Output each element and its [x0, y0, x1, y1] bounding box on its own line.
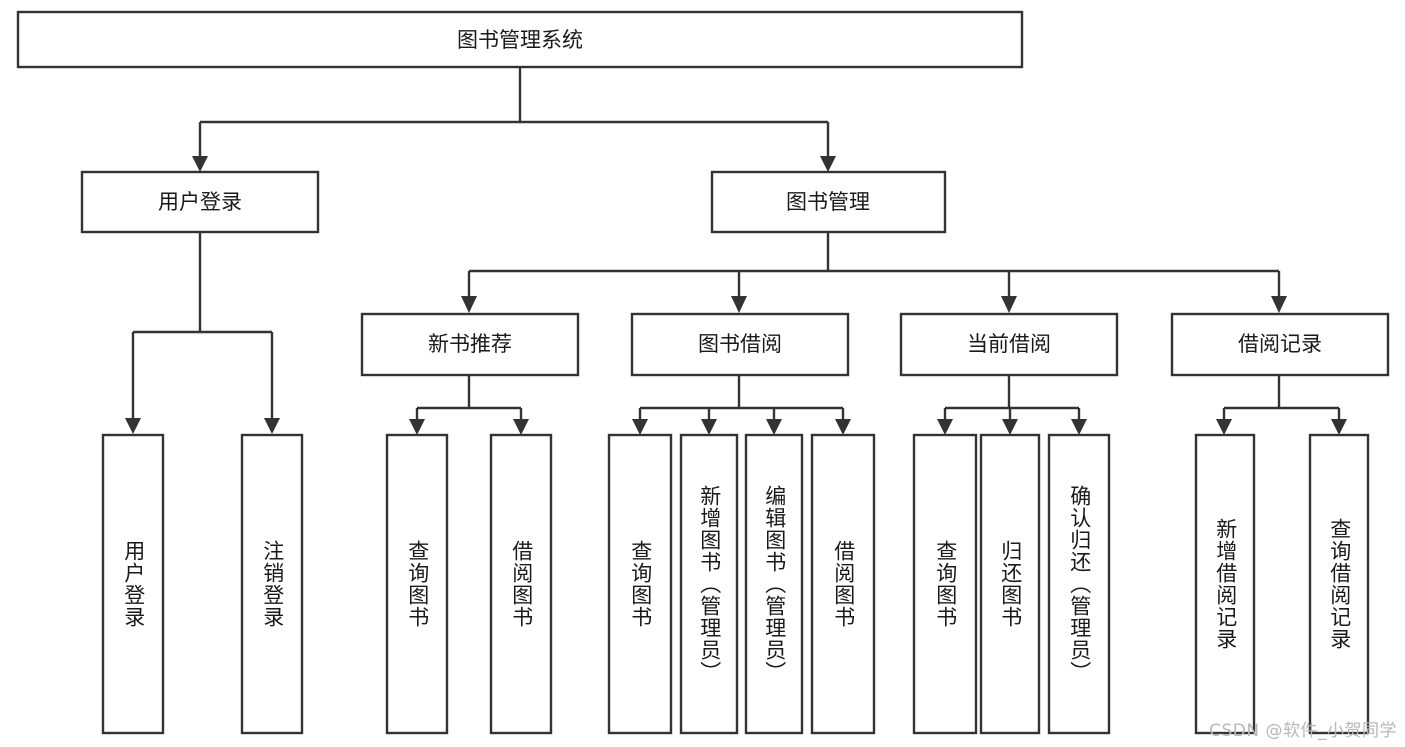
- arrowhead-new-book: [461, 296, 477, 313]
- node-leaf-book-borrow-2[interactable]: [679, 433, 739, 735]
- arrowhead-bookborrow-c1: [632, 419, 648, 435]
- arrowhead-currentborrow-c2: [1002, 419, 1018, 435]
- arrowhead-user-login: [192, 156, 208, 172]
- node-book-borrow-label: 图书借阅: [698, 332, 782, 356]
- node-new-book-label: 新书推荐: [428, 332, 512, 356]
- arrowhead-currentborrow-c1: [937, 419, 953, 435]
- node-user-login[interactable]: [80, 170, 320, 234]
- arrowhead-borrowrecord-c1: [1216, 419, 1232, 435]
- arrowhead-bookborrow-c4: [835, 419, 851, 435]
- node-user-login-label: 用户登录: [158, 190, 242, 214]
- node-borrow-record-label: 借阅记录: [1238, 332, 1322, 356]
- node-leaf-user-login-2[interactable]: [240, 433, 304, 735]
- arrowhead-currentborrow-c3: [1071, 419, 1087, 435]
- arrowhead-borrowrecord-c2: [1331, 419, 1347, 435]
- node-leaf-new-book-2[interactable]: [489, 433, 553, 735]
- node-root-label: 图书管理系统: [457, 28, 583, 52]
- node-new-book[interactable]: [360, 312, 580, 377]
- node-current-borrow[interactable]: [899, 312, 1119, 377]
- node-leaf-current-borrow-2[interactable]: [979, 433, 1041, 735]
- node-leaf-book-borrow-3[interactable]: [744, 433, 804, 735]
- arrowhead-current-borrow: [1001, 296, 1017, 313]
- watermark-text: CSDN @软件_小贺同学: [1209, 721, 1397, 741]
- node-leaf-book-borrow-1[interactable]: [607, 433, 673, 735]
- node-root[interactable]: [16, 10, 1024, 69]
- arrowhead-book-borrow: [731, 296, 747, 313]
- node-current-borrow-label: 当前借阅: [967, 332, 1051, 356]
- node-leaf-current-borrow-1[interactable]: [912, 433, 978, 735]
- node-leaf-current-borrow-3[interactable]: [1047, 433, 1111, 735]
- node-leaf-new-book-1[interactable]: [385, 433, 449, 735]
- arrowhead-book-manage: [820, 156, 836, 172]
- arrowhead-bookborrow-c3: [766, 419, 782, 435]
- arrowhead-userlogin-c1: [125, 418, 141, 434]
- node-leaf-borrow-record-1[interactable]: [1194, 433, 1256, 735]
- node-book-borrow[interactable]: [630, 312, 850, 377]
- node-book-manage-label: 图书管理: [786, 190, 870, 214]
- arrowhead-newbook-c1: [409, 419, 425, 435]
- node-leaf-user-login-1[interactable]: [101, 433, 165, 735]
- arrowhead-bookborrow-c2: [701, 419, 717, 435]
- edge-group: [125, 67, 1347, 435]
- node-leaf-borrow-record-2[interactable]: [1308, 433, 1370, 735]
- arrowhead-userlogin-c2: [264, 418, 280, 434]
- arrowhead-newbook-c2: [513, 419, 529, 435]
- node-leaf-book-borrow-4[interactable]: [810, 433, 876, 735]
- node-borrow-record[interactable]: [1170, 312, 1390, 377]
- node-book-manage[interactable]: [710, 170, 947, 234]
- arrowhead-borrow-record: [1271, 296, 1287, 313]
